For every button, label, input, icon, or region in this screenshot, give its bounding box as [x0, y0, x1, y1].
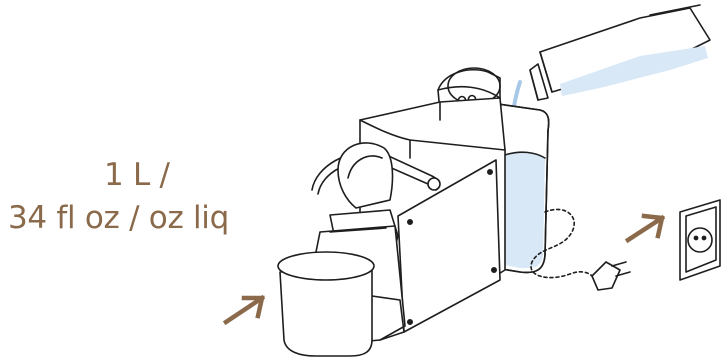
arrow-icon: [226, 298, 262, 322]
power-plug-icon: [592, 262, 630, 290]
cup-icon: [278, 252, 374, 356]
arrow-icon: [628, 216, 662, 240]
wall-socket-icon: [680, 200, 720, 280]
